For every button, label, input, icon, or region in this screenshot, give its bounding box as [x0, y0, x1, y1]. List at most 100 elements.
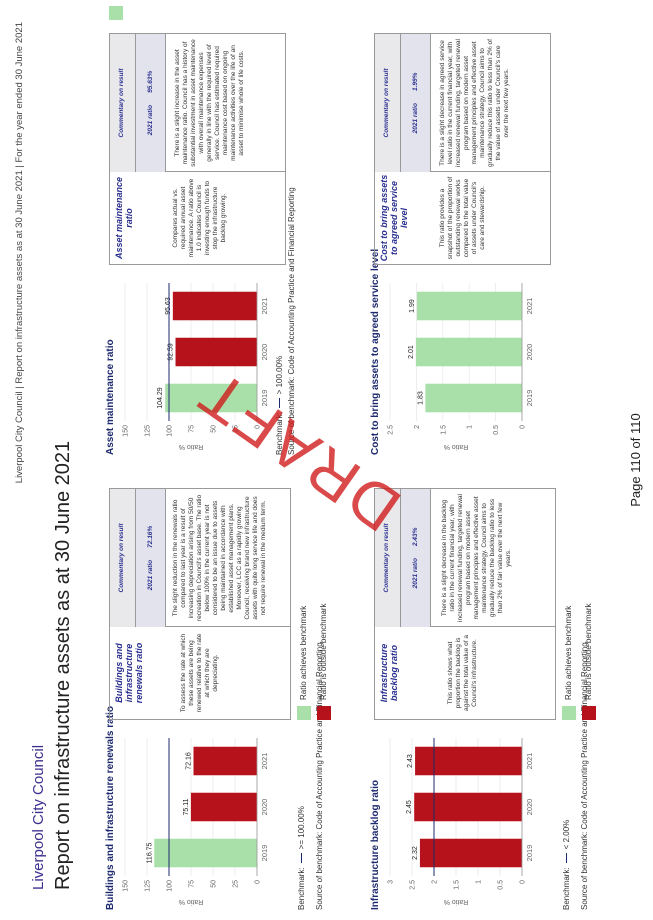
benchmark: Benchmark:>= 100.00%: [297, 806, 306, 910]
ratio-name: Asset maintenance ratio: [114, 176, 134, 260]
bar-2019: [425, 383, 522, 413]
ratio-result: 1.99%: [412, 72, 419, 92]
page-title: Report on infrastructure assets as at 30…: [52, 440, 74, 890]
benchmark-line-key: [566, 853, 568, 864]
legend-label: Ratio is outside benchmark: [584, 603, 594, 701]
commentary-heading: Commentary on result: [110, 489, 136, 627]
y-tick-label: 25: [233, 880, 240, 888]
y-tick-label: 1: [476, 880, 483, 884]
x-tick-label: 2020: [525, 344, 534, 361]
info-box: Cost to bring assets to agreed service l…: [374, 33, 551, 265]
agreed-service-panel: Cost to bring assets to agreed service l…: [370, 15, 615, 455]
legend-label: Ratio achieves benchmark: [564, 605, 574, 700]
green-swatch: [109, 6, 123, 20]
y-tick-label: 0: [255, 425, 262, 429]
y-tick-label: 2.5: [410, 880, 417, 890]
legend-achieves: Ratio achieves benchmark: [562, 606, 576, 720]
bar-2020: [414, 792, 523, 822]
x-tick-label: 2020: [260, 344, 269, 361]
bar-2019: [165, 383, 257, 413]
info-box: Buildings and infrastructure renewals ra…: [109, 488, 291, 720]
commentary-ratio: 2021 ratio72.16%: [136, 489, 166, 627]
bar-2021: [193, 746, 257, 776]
benchmark: Benchmark:< 2.00%: [562, 820, 571, 910]
ratio-year-label: 2021 ratio: [412, 103, 419, 134]
bar-2021: [416, 291, 522, 321]
y-tick-label: 0: [255, 880, 262, 884]
y-tick-label: 3: [388, 880, 395, 884]
panel-title: Infrastructure backlog ratio: [370, 779, 381, 910]
x-tick-label: 2019: [525, 390, 534, 407]
y-tick-label: 150: [123, 880, 130, 892]
commentary-heading: Commentary on result: [110, 34, 136, 172]
bar-2021: [415, 746, 522, 776]
green-swatch: [562, 706, 576, 720]
x-tick-label: 2021: [525, 753, 534, 770]
y-tick-label: 150: [123, 425, 130, 437]
commentary-heading: Commentary on result: [375, 34, 401, 172]
ratio-name: Buildings and infrastructure renewals ra…: [114, 642, 144, 704]
organisation-name: Liverpool City Council: [30, 744, 47, 890]
data-label: 75.11: [183, 798, 190, 815]
y-tick-label: 1.5: [454, 880, 461, 890]
running-header: Liverpool City Council | Report on infra…: [14, 22, 25, 484]
x-tick-label: 2019: [260, 390, 269, 407]
red-swatch: [317, 706, 331, 720]
ratio-year-label: 2021 ratio: [147, 104, 154, 136]
ratio-column: Buildings and infrastructure renewals ra…: [110, 626, 290, 719]
commentary-text: There is a slight decrease in the backlo…: [441, 494, 512, 622]
commentary-column: Commentary on result 2021 ratio95.63% Th…: [110, 34, 285, 172]
x-tick-label: 2021: [260, 753, 269, 770]
y-tick-label: 125: [145, 880, 152, 892]
commentary-text: There is a slight decrease in agreed ser…: [439, 39, 510, 167]
ratio-name: Infrastructure backlog ratio: [379, 643, 399, 703]
data-label: 2.32: [412, 846, 419, 860]
page-number: Page 110 of 110: [628, 413, 643, 507]
data-label: 1.83: [417, 391, 424, 405]
ratio-description: This ratio provides a snapshot of the pr…: [439, 176, 486, 260]
data-label: 92.59: [168, 343, 175, 361]
y-tick-label: 0: [520, 425, 527, 429]
ratio-description: To assess the rate at which these assets…: [180, 633, 219, 713]
commentary-text: The slight reduction in the renewals rat…: [172, 494, 267, 622]
x-tick-label: 2020: [525, 799, 534, 816]
ratio-column: Asset maintenance ratio Compares actual …: [110, 171, 285, 264]
legend-outside: Ratio is outside benchmark: [582, 603, 596, 720]
y-tick-label: 100: [167, 425, 174, 437]
y-tick-label: 1: [467, 425, 474, 429]
y-tick-label: 2: [414, 425, 421, 429]
ratio-name: Cost to bring assets to agreed service l…: [379, 174, 409, 262]
data-label: 2.01: [408, 345, 415, 359]
green-swatch: [297, 706, 311, 720]
data-label: 104.29: [157, 387, 164, 409]
info-box: Infrastructure backlog ratio This ratio …: [374, 488, 556, 720]
legend-label: Ratio is outside benchmark: [319, 603, 329, 701]
y-tick-label: 0: [520, 880, 527, 884]
x-tick-label: 2019: [525, 845, 534, 862]
y-tick-label: 50: [211, 880, 218, 888]
y-tick-label: 75: [189, 880, 196, 888]
x-tick-label: 2021: [525, 298, 534, 315]
data-label: 2.43: [407, 754, 414, 768]
ratio-result: 72.16%: [147, 525, 154, 548]
y-tick-label: 2.5: [388, 425, 395, 435]
benchmark-value: < 2.00%: [562, 819, 571, 850]
y-tick-label: 0.5: [498, 880, 505, 890]
benchmark-line-key: [301, 853, 303, 864]
commentary-column: Commentary on result 2021 ratio72.16% Th…: [110, 489, 290, 627]
bar-2020: [190, 792, 257, 822]
ratio-column: Infrastructure backlog ratio This ratio …: [375, 626, 555, 719]
ratio-description: This ratio shows what proportion the bac…: [447, 635, 478, 711]
benchmark-value: > 100.00%: [275, 355, 284, 395]
y-tick-label: 75: [189, 425, 196, 433]
legend-label: Ratio achieves benchmark: [299, 605, 309, 700]
x-tick-label: 2019: [260, 845, 269, 862]
y-tick-label: 1.5: [440, 425, 447, 435]
